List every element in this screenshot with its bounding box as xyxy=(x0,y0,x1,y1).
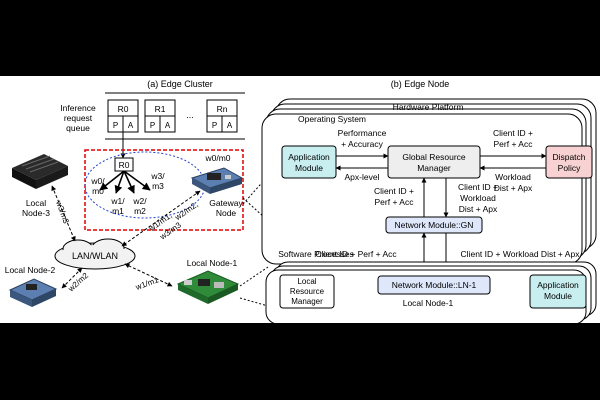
svg-text:R0: R0 xyxy=(118,104,129,114)
link-label-node1: w1/m1 xyxy=(134,275,161,292)
svg-text:w1/: w1/ xyxy=(110,196,125,206)
edge-cluster-title: (a) Edge Cluster xyxy=(147,79,213,89)
svg-text:Module: Module xyxy=(544,291,572,301)
zoom-lines xyxy=(239,175,269,307)
link-label-node3: w3/m3 xyxy=(54,199,71,226)
dispatch-policy-box: Dispatch Policy xyxy=(545,145,593,179)
svg-text:Rn: Rn xyxy=(217,104,228,114)
operating-system-label: Operating System xyxy=(298,114,366,124)
queue-slot-rn: Rn P A xyxy=(206,99,238,133)
svg-text:Application: Application xyxy=(288,152,330,162)
svg-text:w2/m2,: w2/m2, xyxy=(173,200,200,223)
svg-text:Dispatch: Dispatch xyxy=(552,152,585,162)
svg-text:Resource: Resource xyxy=(290,287,325,296)
svg-text:A: A xyxy=(165,121,171,130)
svg-text:Node: Node xyxy=(216,208,237,218)
svg-text:Network Module::GN: Network Module::GN xyxy=(395,220,474,230)
gateway-node-label: Gateway Node xyxy=(209,198,243,218)
svg-text:Client ID +: Client ID + xyxy=(458,182,498,192)
svg-text:Policy: Policy xyxy=(558,163,581,173)
svg-text:m0: m0 xyxy=(92,186,104,196)
svg-text:Client ID + Perf + Acc: Client ID + Perf + Acc xyxy=(315,249,397,259)
svg-text:P: P xyxy=(212,121,217,130)
svg-text:Dist + Apx: Dist + Apx xyxy=(494,183,533,193)
svg-text:Module: Module xyxy=(295,163,323,173)
edge-node-title: (b) Edge Node xyxy=(391,79,450,89)
svg-text:Network Module::LN-1: Network Module::LN-1 xyxy=(392,280,477,290)
svg-text:m2: m2 xyxy=(134,206,146,216)
network-label: LAN/WLAN xyxy=(72,251,118,261)
local-node-1-label: Local Node-1 xyxy=(187,258,238,268)
global-resource-manager-box: Global Resource Manager xyxy=(387,145,481,179)
queue-slot-r1: R1 P A xyxy=(144,99,176,133)
svg-text:P: P xyxy=(113,121,118,130)
svg-text:Inference: Inference xyxy=(60,103,96,113)
local-node-2-icon xyxy=(8,278,58,307)
diagram-canvas: (a) Edge Cluster Inference request queue… xyxy=(0,76,600,325)
svg-text:R0: R0 xyxy=(119,160,130,170)
link-label-node2: w2/m2 xyxy=(66,271,91,294)
lan-wlan-cloud: LAN/WLAN xyxy=(54,238,136,270)
svg-text:Performance: Performance xyxy=(338,128,387,138)
svg-text:Perf + Acc: Perf + Acc xyxy=(375,197,415,207)
svg-text:Client ID +: Client ID + xyxy=(493,128,533,138)
svg-text:A: A xyxy=(227,121,233,130)
hardware-platform-label: Hardware Platform xyxy=(393,102,464,112)
gateway-link-labels: w1/m1, w2/m2, w3/m3 xyxy=(147,200,200,242)
gateway-weight-label: w0/m0 xyxy=(204,153,230,163)
queue-slot-r0: R0 P A xyxy=(107,99,139,133)
local-node-2-label: Local Node-2 xyxy=(5,265,56,275)
queue-ellipsis: ... xyxy=(186,110,194,120)
local-flow-labels: Client ID + Perf + Acc Client ID + Workl… xyxy=(315,249,580,259)
svg-text:Local: Local xyxy=(297,277,316,286)
root-request-box: R0 xyxy=(114,157,134,172)
svg-text:w2/: w2/ xyxy=(132,196,147,206)
svg-text:Dist + Apx: Dist + Apx xyxy=(459,204,498,214)
svg-text:Perf + Acc: Perf + Acc xyxy=(494,139,534,149)
svg-text:Workload: Workload xyxy=(495,172,531,182)
svg-text:Local: Local xyxy=(26,198,46,208)
software-processes-label: Software Processes xyxy=(278,249,354,259)
svg-text:P: P xyxy=(150,121,155,130)
svg-text:Gateway: Gateway xyxy=(209,198,243,208)
svg-text:Apx-level: Apx-level xyxy=(345,172,380,182)
svg-text:request: request xyxy=(64,113,93,123)
local-node-1-icon xyxy=(176,270,240,304)
local-node-3-icon xyxy=(12,154,68,189)
svg-text:Client ID + Workload Dist + Ap: Client ID + Workload Dist + Apx xyxy=(461,249,581,259)
network-module-ln-box: Network Module::LN-1 xyxy=(377,275,491,295)
svg-text:Application: Application xyxy=(537,280,579,290)
svg-text:m3: m3 xyxy=(152,181,164,191)
svg-text:Client ID +: Client ID + xyxy=(374,186,414,196)
svg-text:A: A xyxy=(128,121,134,130)
svg-text:R1: R1 xyxy=(155,104,166,114)
svg-text:w0/: w0/ xyxy=(90,176,105,186)
svg-text:Node-3: Node-3 xyxy=(22,208,50,218)
local-node-3-label: Local Node-3 xyxy=(22,198,50,218)
svg-text:Global Resource: Global Resource xyxy=(402,152,466,162)
gateway-board-icon xyxy=(190,167,244,194)
local-resource-manager-box: Local Resource Manager xyxy=(279,274,335,309)
application-module-box: Application Module xyxy=(281,145,337,179)
edge-node-flow-labels: Performance + Accuracy Apx-level Client … xyxy=(338,128,534,214)
local-application-module-box: Application Module xyxy=(529,274,587,309)
architecture-diagram: (a) Edge Cluster Inference request queue… xyxy=(5,79,597,325)
gateway-node-box xyxy=(84,149,244,231)
svg-text:Manager: Manager xyxy=(291,297,323,306)
svg-text:+ Accuracy: + Accuracy xyxy=(341,139,384,149)
fan-out-arrows xyxy=(99,170,151,194)
svg-text:w3/: w3/ xyxy=(150,171,165,181)
network-module-gn-box: Network Module::GN xyxy=(385,216,483,234)
svg-text:Workload: Workload xyxy=(460,193,496,203)
svg-text:Manager: Manager xyxy=(417,163,451,173)
svg-text:m1: m1 xyxy=(112,206,124,216)
local-node-1-title: Local Node-1 xyxy=(403,298,454,308)
svg-text:queue: queue xyxy=(66,123,90,133)
network-links xyxy=(51,185,201,289)
queue-label: Inference request queue xyxy=(60,103,96,133)
